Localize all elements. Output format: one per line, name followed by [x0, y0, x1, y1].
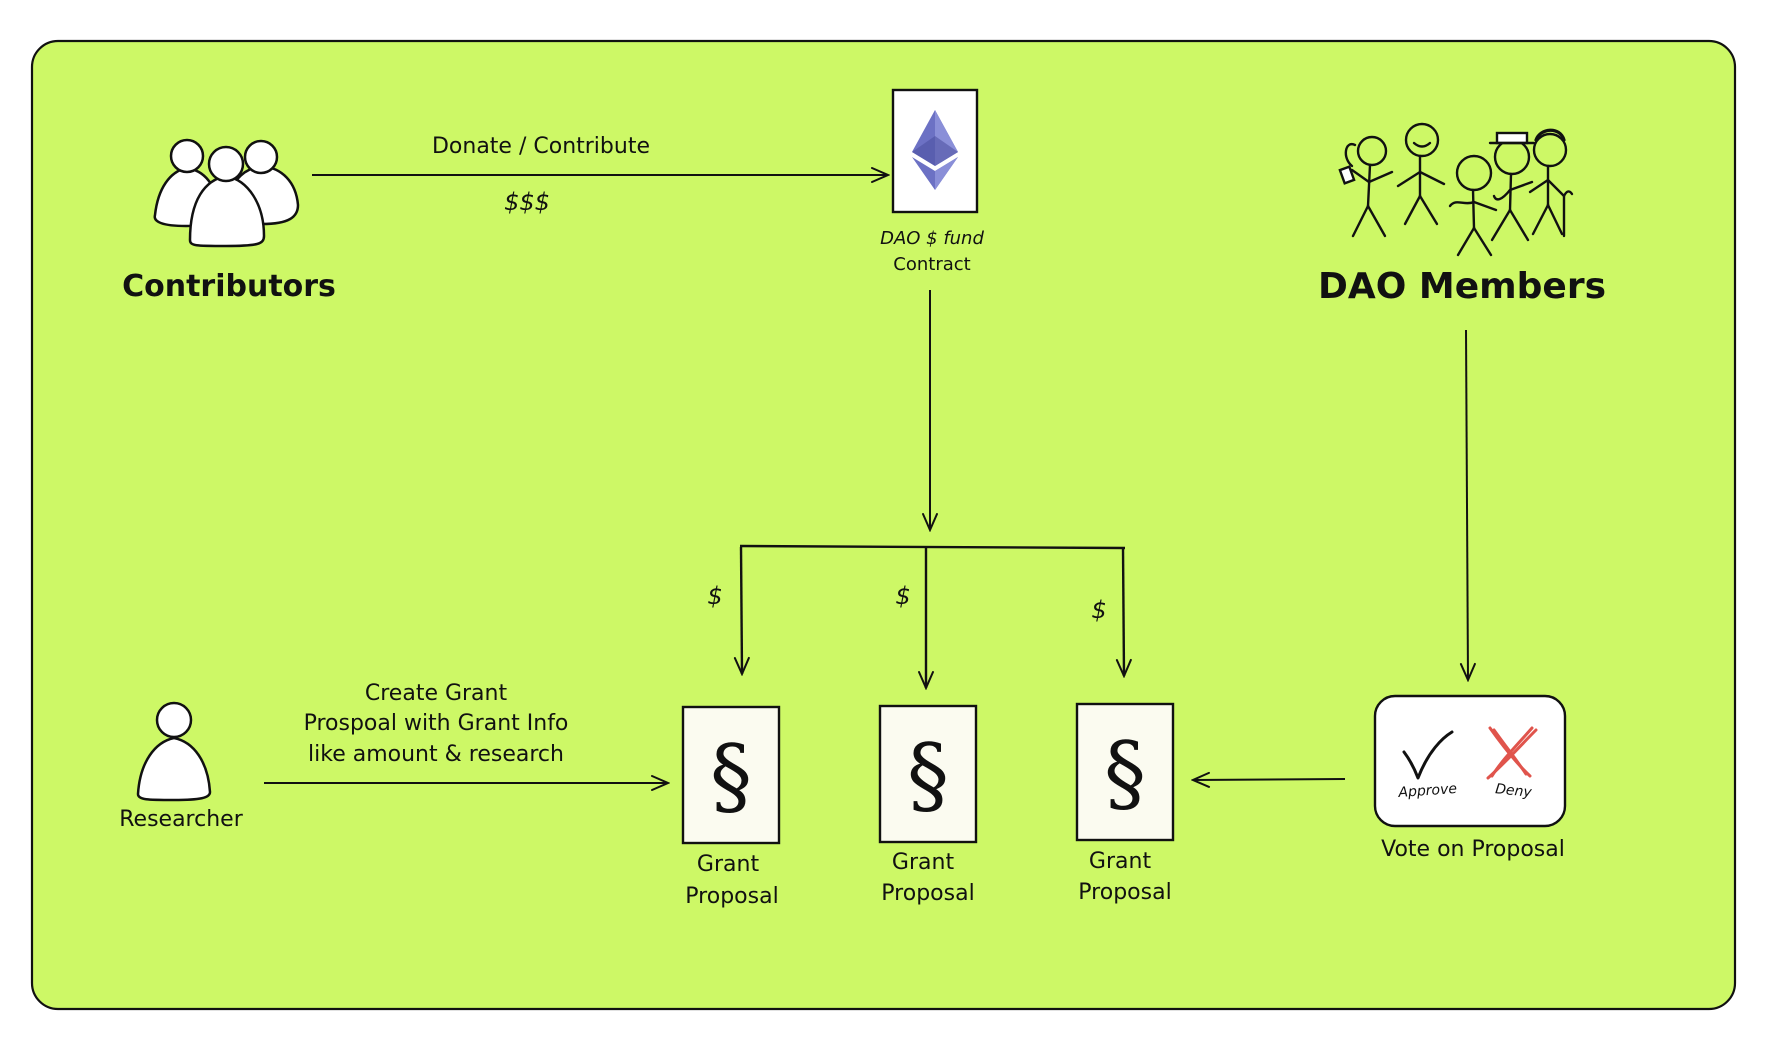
section-symbol-icon: § [710, 727, 752, 825]
vote-arrow [1193, 779, 1346, 780]
split-amount-1: $ [707, 582, 722, 610]
donate-amount: $$$ [504, 188, 550, 216]
create-grant-line2: Prospoal with Grant Info [304, 711, 569, 736]
grant-proposal-card-3: § [1075, 702, 1175, 842]
proposal-1-line2: Proposal [685, 884, 778, 909]
dao-members-stick-figures-icon [1338, 122, 1574, 257]
vote-label: Vote on Proposal [1381, 837, 1565, 862]
contributors-group-icon [153, 138, 300, 248]
split-amount-2: $ [895, 582, 910, 610]
proposal-2-line1: Grant [892, 850, 955, 875]
fund-contract-card [891, 88, 979, 214]
create-grant-line3: like amount & research [308, 742, 564, 767]
dao-members-label: DAO Members [1318, 266, 1606, 307]
deny-cross-icon [1486, 726, 1538, 780]
donate-label: Donate / Contribute [432, 134, 650, 159]
create-grant-line1: Create Grant [365, 681, 508, 706]
section-symbol-icon: § [1104, 724, 1146, 822]
grant-proposal-card-2: § [878, 704, 978, 844]
approve-label: Approve [1397, 781, 1458, 801]
fund-contract-label-line2: Contract [893, 254, 970, 275]
proposal-3-line2: Proposal [1078, 880, 1171, 905]
fund-contract-label-line1: DAO $ fund [880, 228, 984, 249]
vote-box: Approve Deny [1373, 694, 1567, 828]
diagram-panel [30, 39, 1737, 1011]
proposal-3-line1: Grant [1089, 849, 1152, 874]
researcher-label: Researcher [119, 807, 243, 832]
grant-proposal-card-1: § [681, 705, 781, 845]
members-down-arrow [1466, 329, 1468, 680]
section-symbol-icon: § [907, 726, 949, 824]
deny-label: Deny [1494, 781, 1533, 801]
proposal-1-line1: Grant [697, 852, 760, 877]
proposal-2-line2: Proposal [881, 881, 974, 906]
approve-check-icon [1402, 730, 1454, 780]
ethereum-icon [912, 110, 958, 190]
contributors-label: Contributors [122, 269, 336, 304]
researcher-person-icon [136, 701, 212, 802]
distribution-bracket [740, 544, 1125, 688]
split-amount-3: $ [1091, 596, 1106, 624]
